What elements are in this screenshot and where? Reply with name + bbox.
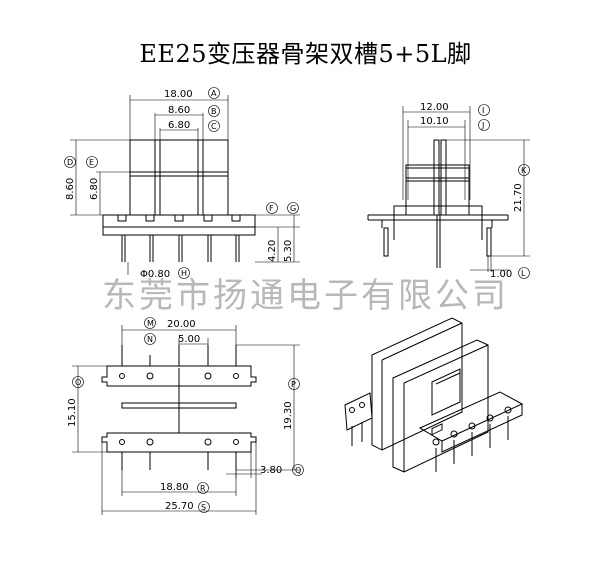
dim-e: 6.80 (89, 178, 100, 200)
label-n: N (147, 335, 153, 344)
label-l: L (521, 269, 526, 278)
label-m: M (147, 319, 154, 328)
label-s: S (201, 503, 206, 512)
watermark: 东莞市扬通电子有限公司 (102, 276, 509, 316)
label-k: K (521, 166, 527, 175)
dim-h: Φ0.80 (140, 269, 170, 280)
label-q: Q (295, 466, 301, 475)
dim-q: 3.80 (260, 465, 282, 476)
side-view: 12.00 I 10.10 J 21.70 (367, 102, 530, 280)
dim-c: 6.80 (168, 120, 190, 131)
label-c: C (211, 122, 217, 131)
dim-d: 8.60 (65, 178, 76, 200)
dim-i: 12.00 (420, 102, 449, 113)
front-view: 18.00 A 8.60 B 6.80 C (64, 87, 300, 280)
dim-m: 20.00 (167, 319, 196, 330)
dim-n: 5.00 (178, 334, 200, 345)
label-f: F (269, 204, 274, 213)
dim-o: 15.10 (67, 398, 78, 427)
label-d: D (67, 158, 73, 167)
dim-k: 21.70 (513, 183, 524, 212)
label-r: R (200, 484, 206, 493)
dim-a: 18.00 (164, 89, 193, 100)
dim-r: 18.80 (160, 482, 189, 493)
bottom-view: 20.00 M 5.00 N (67, 317, 304, 515)
label-o: O (75, 378, 81, 387)
label-b: B (211, 107, 217, 116)
label-p: P (291, 380, 296, 389)
dim-j: 10.10 (420, 116, 449, 127)
isometric-view (344, 317, 524, 473)
dim-s: 25.70 (165, 501, 194, 512)
dim-l: 1.00 (490, 269, 512, 280)
label-a: A (211, 89, 217, 98)
label-e: E (89, 158, 94, 167)
label-j: J (481, 121, 484, 130)
label-i: I (482, 106, 484, 115)
page-title: EE25变压器骨架双槽5+5L脚 (139, 40, 472, 68)
label-g: G (290, 204, 296, 213)
dim-g: 5.30 (283, 240, 294, 262)
label-h: H (181, 269, 187, 278)
dim-b: 8.60 (168, 105, 190, 116)
dim-f: 4.20 (267, 240, 278, 262)
dim-p: 19.30 (283, 401, 294, 430)
